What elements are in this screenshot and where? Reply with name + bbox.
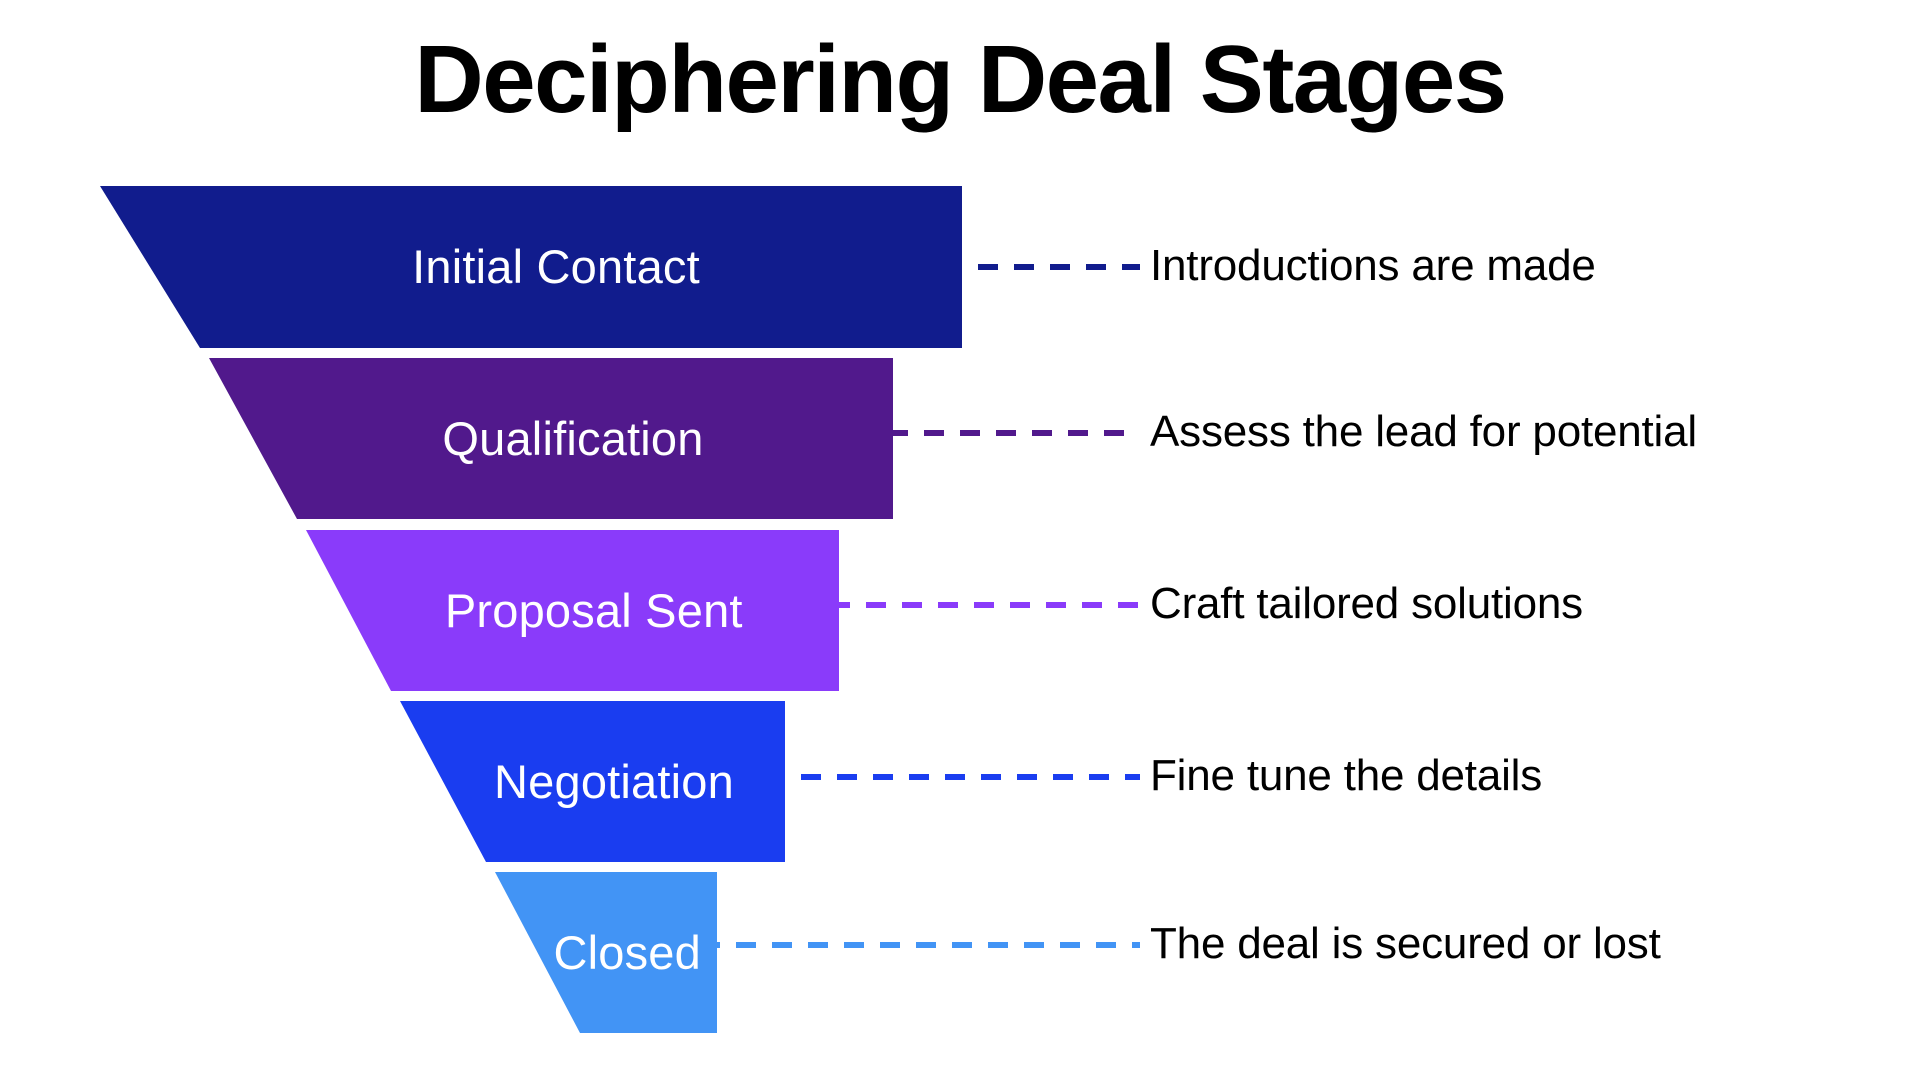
funnel-band-qualification[interactable] xyxy=(209,358,893,519)
funnel-band-proposal-sent[interactable] xyxy=(306,530,839,691)
funnel-label-qualification: Qualification xyxy=(442,411,704,465)
funnel-band-initial-contact[interactable] xyxy=(100,186,962,348)
funnel-shapes-svg xyxy=(100,186,962,1033)
funnel-band-closed[interactable] xyxy=(495,872,717,1033)
funnel-label-proposal-sent: Proposal Sent xyxy=(444,583,743,637)
stage-description-proposal-sent: Craft tailored solutions xyxy=(1150,579,1583,628)
page-title: Deciphering Deal Stages xyxy=(414,26,1507,133)
stage-description-qualification: Assess the lead for potential xyxy=(1150,407,1697,456)
funnel-band-negotiation[interactable] xyxy=(400,701,785,862)
funnel-label-negotiation: Negotiation xyxy=(494,754,734,808)
stage-description-negotiation: Fine tune the details xyxy=(1150,751,1543,800)
funnel-label-closed: Closed xyxy=(553,925,701,979)
stage-description-initial-contact: Introductions are made xyxy=(1150,241,1596,290)
stage-description-closed: The deal is secured or lost xyxy=(1150,919,1661,968)
funnel-label-initial-contact: Initial Contact xyxy=(412,240,700,293)
funnel-graphic: Initial Contact Qualification Proposal S… xyxy=(100,186,962,1033)
